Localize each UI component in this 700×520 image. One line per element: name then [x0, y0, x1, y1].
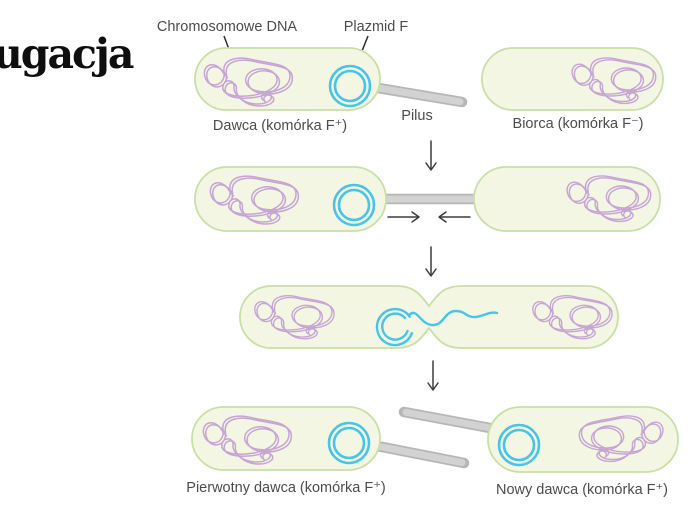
step3-group	[239, 285, 619, 349]
pull-together-arrow-left	[438, 211, 471, 223]
pilus	[371, 440, 470, 469]
donor-cell	[194, 166, 387, 232]
transferring-plasmid	[375, 307, 499, 347]
pilus	[366, 81, 468, 108]
step2-group	[194, 166, 661, 232]
step-arrow-3	[427, 360, 439, 391]
recipient-cell-label: Biorca (komórka F⁻)	[513, 116, 644, 132]
recipient-cell	[481, 47, 664, 111]
plasmid-f-label: Plazmid F	[344, 19, 409, 35]
recipient-cell	[473, 166, 661, 232]
pilus-label: Pilus	[401, 108, 432, 124]
step1-group: Chromosomowe DNA Plazmid F Pilus Dawca (…	[157, 19, 664, 134]
step-arrow-2	[425, 246, 437, 277]
step4-group: Pierwotny dawca (komórka F⁺) Nowy dawca …	[186, 406, 679, 498]
chromosomal-dna-label: Chromosomowe DNA	[157, 19, 298, 35]
original-donor-cell	[191, 406, 381, 471]
original-donor-label: Pierwotny dawca (komórka F⁺)	[186, 480, 385, 496]
new-donor-label: Nowy dawca (komórka F⁺)	[496, 482, 668, 498]
diagram-title: ugacja	[0, 30, 134, 78]
pilus	[398, 406, 496, 434]
donor-cell	[194, 47, 381, 111]
donor-cell-label: Dawca (komórka F⁺)	[213, 118, 347, 134]
step-arrow-1	[425, 140, 437, 171]
conjugation-pair	[239, 285, 619, 349]
pull-together-arrow-right	[387, 211, 420, 223]
